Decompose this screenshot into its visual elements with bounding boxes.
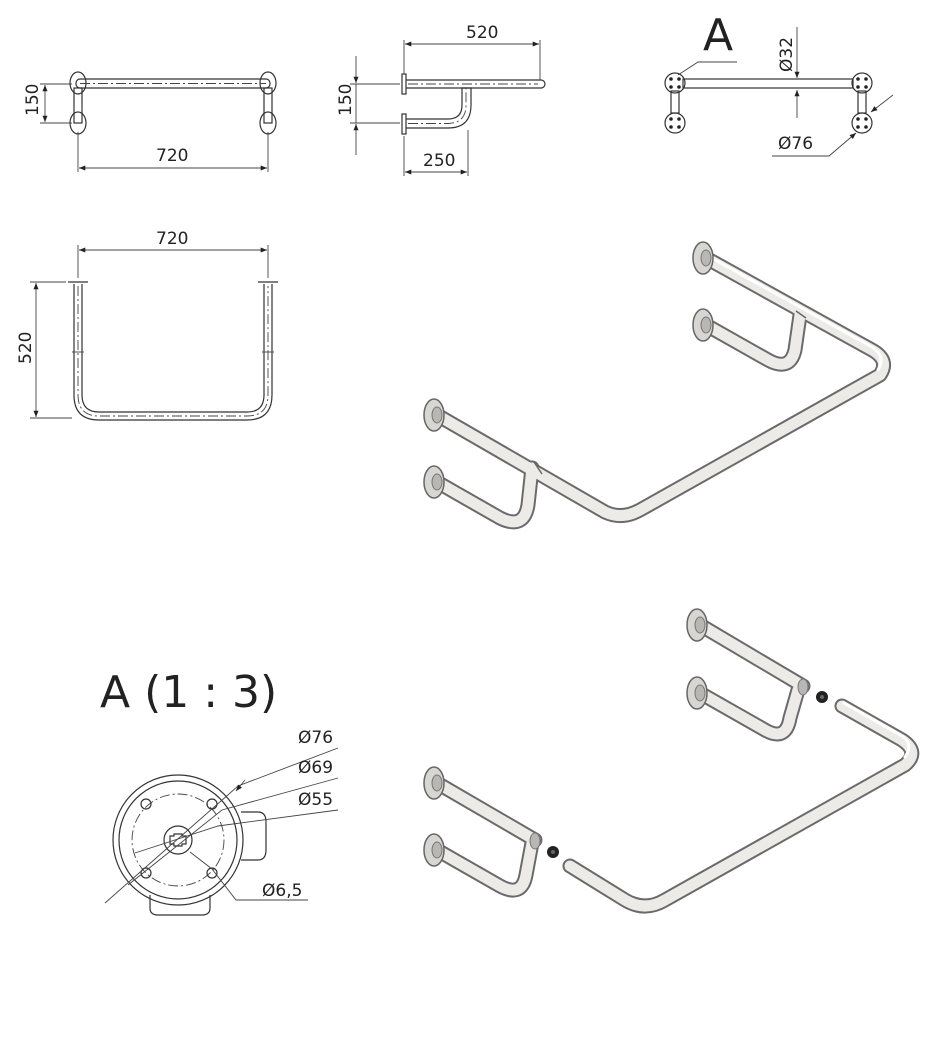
flange xyxy=(69,71,87,95)
plan-view: 720 520 xyxy=(16,229,278,421)
detail-reference-label: A xyxy=(703,10,733,61)
flange xyxy=(259,71,277,95)
tube xyxy=(429,617,920,914)
dim-width: 720 xyxy=(156,146,188,166)
dim-flange-inner: Ø69 xyxy=(298,758,333,778)
dim-bolt-circle: Ø55 xyxy=(298,790,333,810)
top-view: 150 720 xyxy=(23,71,277,172)
dim-height: 150 xyxy=(336,84,356,116)
isometric-exploded xyxy=(423,608,920,914)
dim-hole: Ø6,5 xyxy=(262,881,302,901)
wall-flange xyxy=(423,608,708,867)
wall-view: A Ø32 Ø76 xyxy=(664,10,894,157)
dim-offset: 250 xyxy=(423,151,455,171)
connector xyxy=(547,691,828,858)
dim-flange-outer: Ø76 xyxy=(298,728,333,748)
wall-flange xyxy=(423,241,714,499)
dim-plan-width: 720 xyxy=(156,229,188,249)
dim-length: 520 xyxy=(466,23,498,43)
dim-flange-diameter: Ø76 xyxy=(778,134,813,154)
dim-depth: 150 xyxy=(23,84,43,116)
detail-a: A (1 : 3) Ø76 Ø69 Ø55 Ø6,5 xyxy=(100,667,339,916)
dim-plan-depth: 520 xyxy=(16,332,36,364)
side-view: 520 150 250 xyxy=(336,23,546,176)
dim-tube-diameter: Ø32 xyxy=(777,37,797,72)
tube xyxy=(429,250,892,530)
detail-title: A (1 : 3) xyxy=(100,667,277,718)
isometric-assembled xyxy=(423,241,892,530)
flange-plate xyxy=(664,72,873,134)
